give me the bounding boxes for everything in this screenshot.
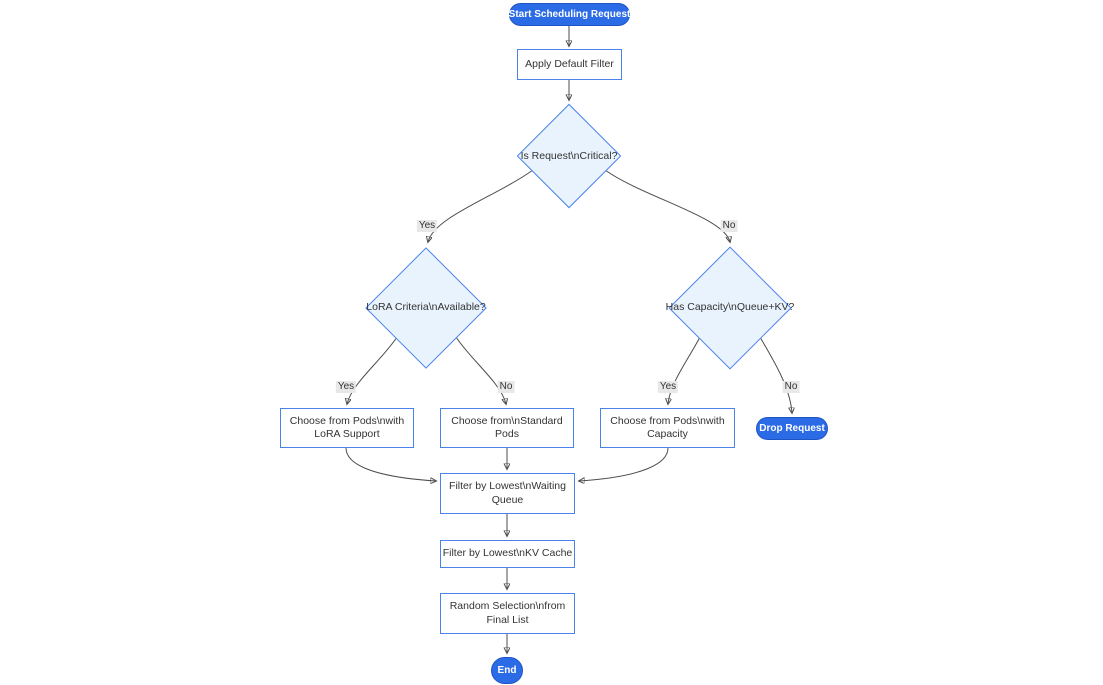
node-label: Final List bbox=[486, 613, 529, 626]
node-label: Has Capacity\nQueue+KV? bbox=[665, 301, 795, 313]
node-end: End bbox=[491, 657, 523, 684]
edge-label-lora-yes: Yes bbox=[335, 381, 357, 393]
node-drop-request: Drop Request bbox=[756, 417, 828, 440]
node-start-label: Start Scheduling Request bbox=[508, 9, 631, 20]
node-choose-pods-capacity: Choose from Pods\nwith Capacity bbox=[600, 408, 735, 448]
node-choose-standard-pods: Choose from\nStandard Pods bbox=[440, 408, 574, 448]
node-label: LoRA Support bbox=[314, 428, 380, 440]
node-label: Capacity bbox=[647, 428, 688, 440]
edge-label-critical-yes: Yes bbox=[416, 220, 438, 232]
node-random-selection-final-list: Random Selection\nfrom Final List bbox=[440, 593, 575, 634]
node-drop-request-label: Drop Request bbox=[759, 423, 825, 434]
edge-label-capacity-no: No bbox=[782, 381, 800, 393]
node-filter-lowest-waiting-queue: Filter by Lowest\nWaiting Queue bbox=[440, 473, 575, 514]
node-label: Choose from\nStandard bbox=[451, 414, 563, 427]
node-label: Filter by Lowest\nWaiting bbox=[449, 480, 566, 492]
node-label: Filter by Lowest\nKV Cache bbox=[442, 547, 573, 560]
edge-label-lora-no: No bbox=[497, 381, 515, 393]
node-label: Choose from Pods\nwith bbox=[610, 414, 725, 427]
node-choose-pods-lora-support: Choose from Pods\nwith LoRA Support bbox=[280, 408, 414, 448]
edge-lorapods-to-filterqueue bbox=[345, 447, 436, 481]
node-filter-lowest-kv-cache: Filter by Lowest\nKV Cache bbox=[440, 540, 575, 568]
edge-critical-no bbox=[604, 169, 730, 242]
edge-label-critical-no: No bbox=[720, 220, 738, 232]
node-end-label: End bbox=[497, 665, 517, 676]
decision-lora-criteria-available: LoRA Criteria\nAvailable? bbox=[365, 247, 487, 368]
node-label: LoRA Criteria\nAvailable? bbox=[366, 301, 486, 313]
edge-label-capacity-yes: Yes bbox=[657, 381, 679, 393]
node-label: Pods bbox=[495, 428, 519, 440]
node-label: Is Request\nCritical? bbox=[520, 149, 618, 162]
node-apply-default-filter: Apply Default Filter bbox=[517, 49, 622, 80]
decision-is-request-critical: Is Request\nCritical? bbox=[517, 103, 621, 209]
node-label: Apply Default Filter bbox=[525, 57, 614, 70]
node-start: Start Scheduling Request bbox=[509, 3, 630, 26]
edge-capacitypods-to-filterqueue bbox=[579, 447, 669, 481]
decision-has-capacity-queue-kv: Has Capacity\nQueue+KV? bbox=[665, 247, 795, 368]
node-label: Queue bbox=[491, 493, 524, 506]
node-label: Random Selection\nfrom bbox=[449, 600, 566, 612]
node-label: Choose from Pods\nwith bbox=[289, 414, 405, 427]
